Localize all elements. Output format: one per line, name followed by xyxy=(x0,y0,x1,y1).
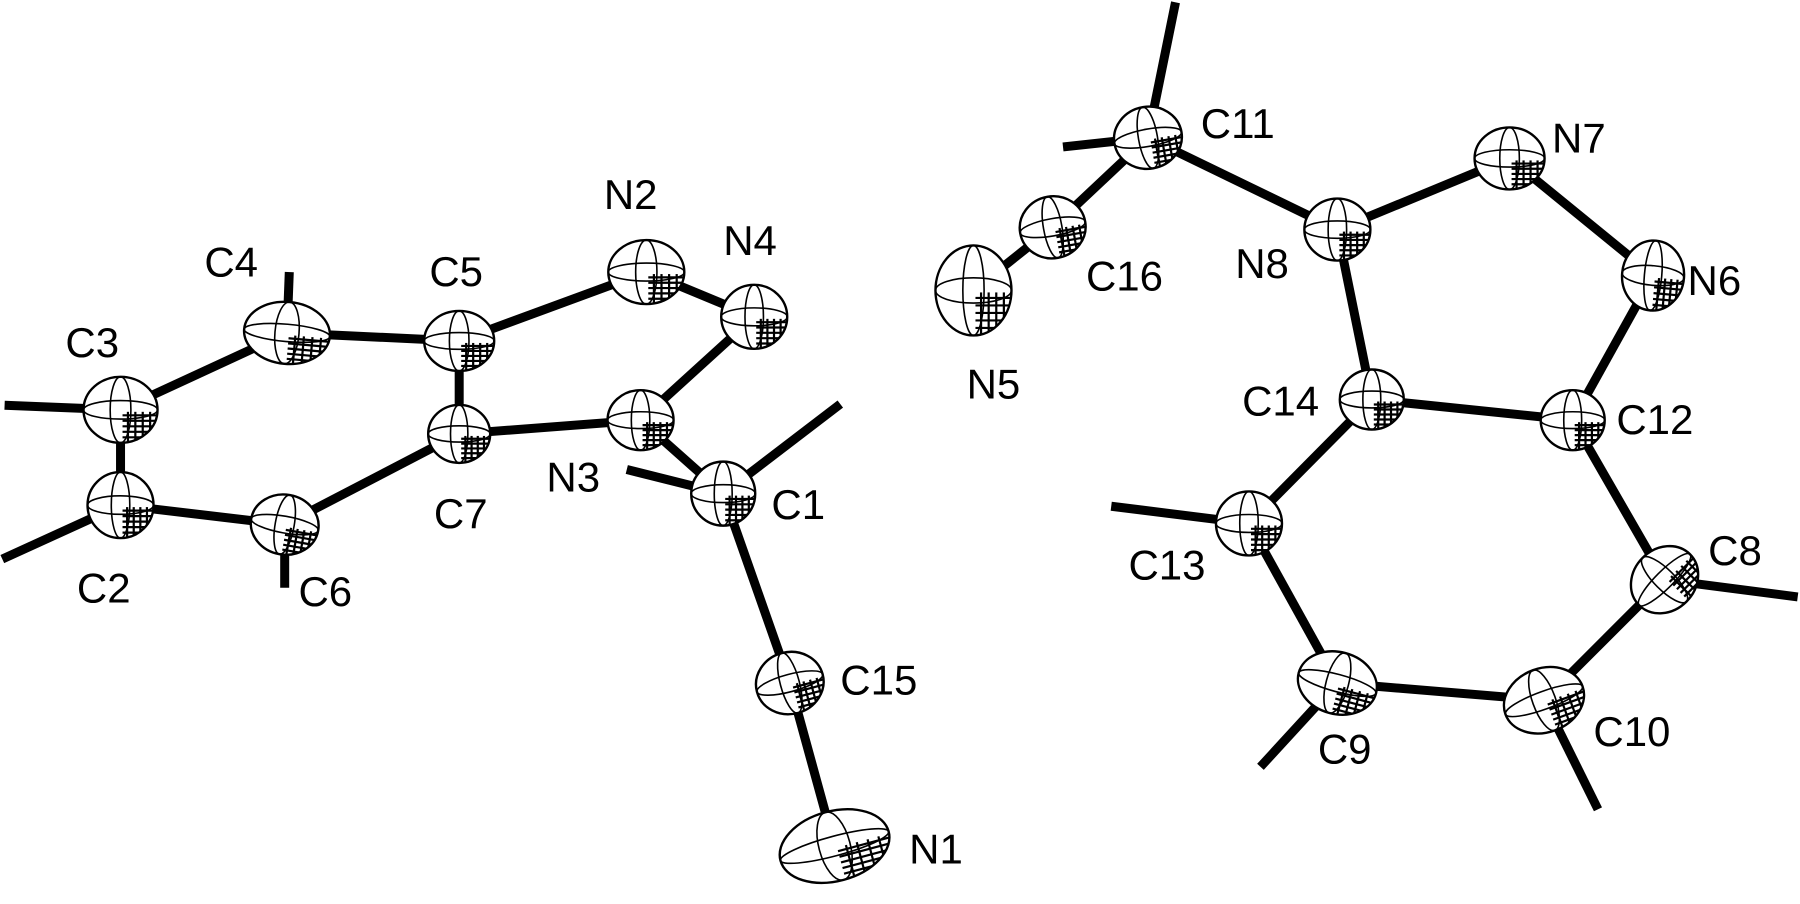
atom-label-n6: N6 xyxy=(1688,257,1742,304)
ellipsoid-n5 xyxy=(934,244,1013,337)
bond-c12-c14 xyxy=(1371,395,1574,425)
atom-label-c12: C12 xyxy=(1616,396,1693,443)
atom-label-c13: C13 xyxy=(1128,542,1205,589)
bond-c11-n8 xyxy=(1145,133,1340,234)
atom-label-c9: C9 xyxy=(1318,725,1372,772)
ellipsoid-c2 xyxy=(86,470,155,540)
atom-label-n8: N8 xyxy=(1235,240,1289,287)
atom-label-c14: C14 xyxy=(1242,378,1319,425)
ellipsoid-n1 xyxy=(778,808,891,885)
atoms-layer xyxy=(82,105,1700,885)
atom-label-c11: C11 xyxy=(1201,100,1275,147)
atom-label-c16: C16 xyxy=(1086,252,1163,299)
ellipsoid-c15 xyxy=(754,650,825,716)
ellipsoid-c8 xyxy=(1629,544,1700,615)
ellipsoid-c6 xyxy=(249,493,320,556)
atom-label-n5: N5 xyxy=(967,360,1021,407)
atom-label-n2: N2 xyxy=(604,171,658,218)
atom-label-n1: N1 xyxy=(909,825,963,872)
atom-label-c15: C15 xyxy=(840,657,917,704)
atom-label-n4: N4 xyxy=(723,217,777,264)
ellipsoid-c14 xyxy=(1338,368,1406,431)
atom-label-c5: C5 xyxy=(429,248,483,295)
ellipsoid-c10 xyxy=(1502,665,1586,735)
atom-label-c7: C7 xyxy=(434,490,488,537)
atom-label-c6: C6 xyxy=(298,568,352,615)
ellipsoid-c12 xyxy=(1539,388,1606,452)
atom-label-n7: N7 xyxy=(1552,115,1606,162)
atom-label-c8: C8 xyxy=(1708,527,1762,574)
ellipsoid-c1 xyxy=(690,460,757,527)
atom-label-c10: C10 xyxy=(1593,708,1670,755)
ellipsoid-c13 xyxy=(1214,490,1284,557)
ellipsoid-c7 xyxy=(426,403,492,465)
atom-label-c4: C4 xyxy=(204,239,258,286)
ellipsoid-n4 xyxy=(720,283,789,351)
ellipsoid-n3 xyxy=(606,388,675,452)
atom-label-c3: C3 xyxy=(65,319,119,366)
bond-c1-c15 xyxy=(718,492,795,685)
ellipsoid-c9 xyxy=(1296,650,1379,716)
ellipsoid-n6 xyxy=(1620,239,1686,312)
ellipsoid-c5 xyxy=(422,309,496,373)
ellipsoid-n7 xyxy=(1473,126,1546,191)
ellipsoid-n8 xyxy=(1303,197,1372,262)
ellipsoid-n2 xyxy=(607,238,686,306)
ellipsoid-c4 xyxy=(242,300,332,366)
atom-label-c2: C2 xyxy=(77,565,131,612)
ellipsoid-c16 xyxy=(1018,195,1087,260)
atom-label-n3: N3 xyxy=(546,453,600,500)
ellipsoid-c11 xyxy=(1112,105,1184,171)
atom-label-c1: C1 xyxy=(771,481,825,528)
ellipsoid-c3 xyxy=(82,375,159,445)
